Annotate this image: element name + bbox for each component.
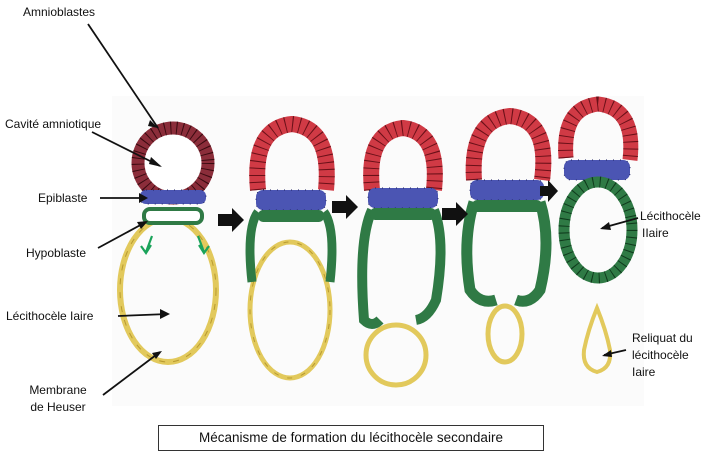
amniotic-cavity-1 bbox=[145, 135, 201, 191]
stage-arrow-3 bbox=[442, 202, 468, 226]
stage-arrow-2 bbox=[332, 195, 358, 219]
stage-arrow-1 bbox=[218, 208, 244, 232]
label-membrane-line2: de Heuser bbox=[30, 400, 86, 414]
hypoblast-2-right bbox=[320, 209, 337, 283]
stage-arrow-4 bbox=[540, 180, 558, 202]
hypoblast-4-left bbox=[461, 200, 498, 307]
pointer-heads bbox=[137, 120, 612, 359]
label-amnioblastes: Amnioblastes bbox=[23, 5, 96, 19]
label-reliquat-line2: lécithocèle bbox=[632, 348, 689, 362]
stage-5 bbox=[558, 96, 639, 375]
figure-caption: Mécanisme de formation du lécithocèle se… bbox=[158, 425, 544, 451]
hypoblast-2-left bbox=[245, 209, 262, 283]
label-reliquat: Reliquat du lécithocèle Iaire bbox=[632, 330, 693, 381]
epiblast-3 bbox=[368, 188, 438, 208]
stage-3 bbox=[357, 119, 446, 388]
stage-arrows bbox=[218, 180, 558, 232]
pointer-lecithocele-i bbox=[117, 313, 169, 317]
label-cavite-amniotique: Cavité amniotique bbox=[5, 117, 102, 131]
stage-1 bbox=[117, 121, 219, 365]
remnant-5 bbox=[581, 302, 613, 375]
epiblast-2 bbox=[256, 190, 326, 210]
pointer-cavite bbox=[91, 131, 161, 167]
epiblast-1 bbox=[140, 190, 206, 204]
epiblast-5 bbox=[564, 160, 630, 180]
pointer-membrane bbox=[102, 351, 161, 396]
label-lecithocele-iiaire: Lécithocèle IIaire bbox=[640, 208, 701, 242]
label-lecithocele-ii-line2: IIaire bbox=[642, 226, 669, 240]
stage-2 bbox=[245, 115, 337, 381]
heuser-membrane-3 bbox=[363, 322, 429, 388]
label-hypoblaste: Hypoblaste bbox=[26, 246, 87, 260]
label-reliquat-line3: Iaire bbox=[632, 365, 656, 379]
pointer-lines bbox=[87, 23, 639, 396]
label-epiblaste: Epiblaste bbox=[38, 191, 88, 205]
amnion-2 bbox=[249, 115, 335, 191]
pointer-hypoblaste bbox=[97, 221, 147, 249]
label-membrane-heuser: Membrane de Heuser bbox=[18, 382, 98, 416]
pointer-amnioblastes bbox=[87, 23, 159, 129]
label-membrane-line1: Membrane bbox=[29, 383, 87, 397]
label-lecithocele-iaire: Lécithocèle Iaire bbox=[6, 309, 94, 323]
hypoblast-3-right bbox=[414, 208, 446, 325]
hypoblast-3-left bbox=[357, 207, 384, 329]
remnant-4 bbox=[485, 303, 525, 365]
label-lecithocele-ii-line1: Lécithocèle bbox=[640, 209, 701, 223]
stage-4 bbox=[461, 107, 552, 365]
epiblast-4 bbox=[470, 180, 544, 200]
hypoblast-4-right bbox=[514, 200, 552, 307]
label-reliquat-line1: Reliquat du bbox=[632, 331, 693, 345]
